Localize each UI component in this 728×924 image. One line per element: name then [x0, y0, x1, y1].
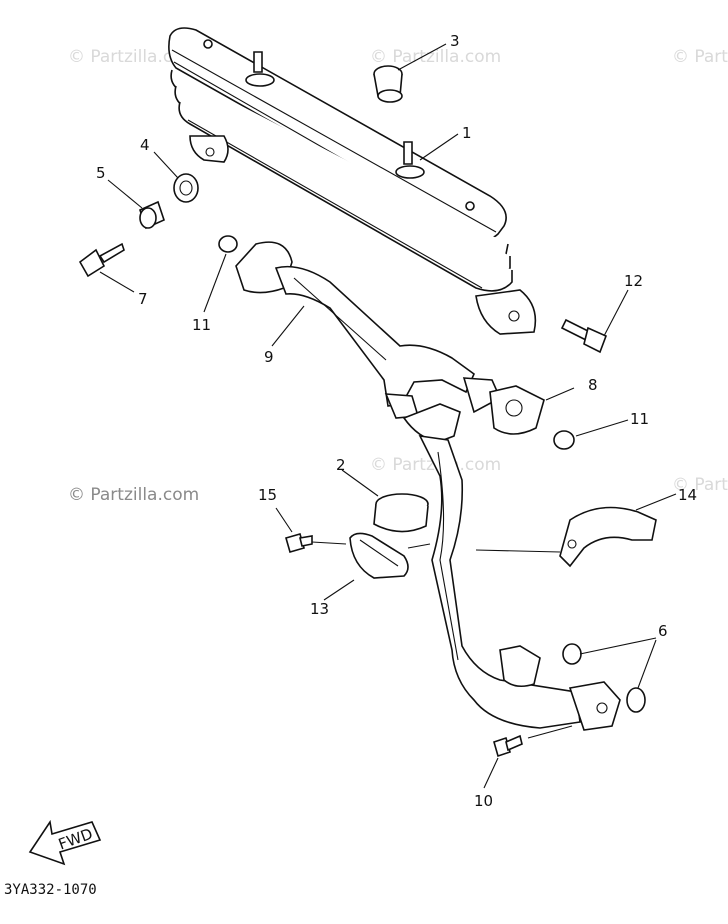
- callout-8: 8: [588, 376, 598, 394]
- callout-3: 3: [450, 32, 460, 50]
- diagram-code: 3YA332-1070: [4, 882, 97, 898]
- callout-5: 5: [96, 164, 106, 182]
- pipe-bracket: [559, 506, 657, 568]
- callout-13: 13: [310, 600, 329, 618]
- bolt: [78, 242, 125, 278]
- clamp-band: [349, 532, 409, 579]
- oil-hose-upper: [235, 241, 475, 443]
- hose-fitting: [462, 377, 545, 435]
- callout-1: 1: [462, 124, 472, 142]
- callout-2: 2: [336, 456, 346, 474]
- callout-12: 12: [624, 272, 643, 290]
- callout-9: 9: [264, 348, 274, 366]
- callout-15: 15: [258, 486, 277, 504]
- oil-cooler: [168, 27, 537, 335]
- callout-10: 10: [474, 792, 493, 810]
- watermark: © Partzilla.com: [68, 485, 199, 505]
- hose-clamp: [373, 493, 429, 533]
- bolt: [493, 734, 523, 758]
- watermark: © Partzilla.com: [672, 47, 728, 67]
- arrow-label: FWD: [56, 825, 95, 854]
- watermark: © Partzilla.com: [370, 47, 501, 67]
- callout-11: 11: [192, 316, 211, 334]
- bolt: [560, 318, 608, 354]
- watermark: © Partzilla.com: [68, 47, 199, 67]
- callout-4: 4: [140, 136, 150, 154]
- leader-lines: [99, 43, 677, 789]
- damper-collar: [139, 173, 199, 230]
- watermark: © Partzilla.com: [672, 475, 728, 495]
- callout-7: 7: [138, 290, 148, 308]
- bolt: [285, 533, 313, 553]
- callout-6: 6: [658, 622, 668, 640]
- oil-hose-lower: [418, 434, 621, 731]
- callout-14: 14: [678, 486, 697, 504]
- grommet: [373, 65, 403, 103]
- forward-arrow-icon: [28, 819, 102, 866]
- o-ring: [218, 235, 646, 713]
- callout-11: 11: [630, 410, 649, 428]
